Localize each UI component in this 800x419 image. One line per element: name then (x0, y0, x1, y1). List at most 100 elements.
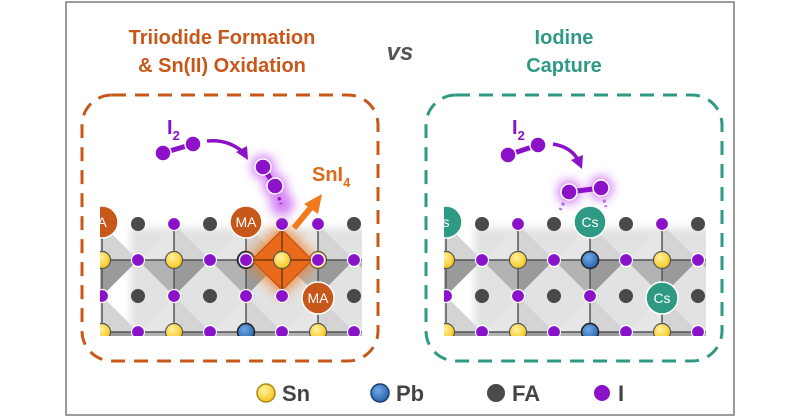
outer-frame (65, 1, 735, 416)
sn-atom (508, 250, 528, 270)
octahedron-face (446, 332, 482, 336)
iodide-atom (346, 324, 362, 336)
iodide-atom (474, 252, 490, 268)
iodide-atom (546, 324, 562, 336)
sni4-octahedron-highlight (238, 216, 326, 304)
iodide-atom (764, 254, 777, 267)
octahedron-face (518, 296, 554, 332)
octahedron-face (518, 224, 554, 260)
octahedron-face (662, 332, 698, 336)
octahedron-face (102, 296, 138, 332)
octahedron-face (626, 332, 662, 336)
iodide-atom (510, 288, 526, 304)
fa-cation (691, 289, 705, 303)
octahedron-face (554, 332, 590, 336)
iodide-atom (618, 324, 634, 336)
octahedron-face (444, 296, 446, 332)
right-captured-i2-molecule (558, 179, 610, 211)
fa-cation (347, 289, 361, 303)
legend-swatch-i (594, 385, 610, 401)
iodide-atom (546, 252, 562, 268)
left-perovskite-lattice: A MA MA (100, 206, 426, 336)
iodide-atom (384, 290, 397, 303)
iodide-atom (274, 216, 290, 232)
octahedron-face (138, 260, 174, 296)
fa-cation (131, 289, 145, 303)
octahedron-face (102, 332, 138, 336)
ma-cation: MA (301, 281, 335, 315)
iodide-atom (274, 288, 290, 304)
iodide-atom (238, 288, 254, 304)
sn-atom (100, 322, 112, 336)
legend-label-fa: FA (512, 381, 540, 406)
sni4-label: SnI4 (312, 164, 351, 190)
legend-swatch-fa (487, 384, 505, 402)
iodide-atom (346, 252, 362, 268)
octahedron-face (554, 296, 590, 332)
legend-item-i: I (594, 381, 624, 406)
octahedron-face (734, 332, 770, 368)
octahedron-face (446, 296, 482, 332)
pb-atom (580, 250, 600, 270)
left-i2-molecule (154, 135, 202, 162)
svg-text:Cs: Cs (581, 214, 598, 230)
octahedron-face (390, 260, 426, 296)
legend-swatch-pb (370, 383, 390, 403)
iodide-atom (100, 288, 110, 304)
sn-atom (444, 322, 456, 336)
iodide-atom (690, 324, 706, 336)
iodide-atom (618, 252, 634, 268)
octahedron-face (100, 260, 102, 296)
octahedron-face (734, 260, 770, 296)
octahedron-face (282, 332, 318, 336)
octahedron-face (318, 332, 354, 336)
legend: Sn Pb FA I (256, 381, 624, 406)
legend-label-sn: Sn (282, 381, 310, 406)
fa-cation (131, 217, 145, 231)
legend-item-pb: Pb (370, 381, 424, 406)
ma-cation: MA (229, 206, 263, 239)
iodide-atom (582, 288, 598, 304)
iodide-atom (690, 252, 706, 268)
svg-text:s: s (443, 214, 450, 230)
right-approach-arrow (552, 142, 580, 161)
octahedron-face (138, 224, 174, 260)
fa-cation (763, 217, 777, 231)
iodide-atom (474, 324, 490, 336)
sn-atom (444, 250, 456, 270)
octahedron-face (518, 260, 554, 296)
ma-cation-clipped: A (100, 206, 119, 239)
cs-cation: Cs (573, 206, 607, 239)
legend-item-fa: FA (487, 381, 540, 406)
iodide-atom (130, 324, 146, 336)
octahedron-face (174, 332, 210, 336)
left-approach-arrowhead (236, 146, 248, 160)
right-panel-border (424, 93, 724, 363)
octahedron-face (246, 332, 282, 336)
iodide-atom (510, 216, 526, 232)
fa-cation (203, 289, 217, 303)
fa-cation (691, 217, 705, 231)
right-approach-arrowhead (571, 155, 583, 169)
legend-swatch-sn (256, 383, 276, 403)
legend-item-sn: Sn (256, 381, 310, 406)
left-surface-i2-molecule (254, 158, 284, 205)
octahedron-face (734, 296, 770, 332)
octahedron-face (210, 296, 246, 332)
sni4-release-arrowhead (304, 194, 322, 214)
octahedron-face (102, 260, 138, 296)
iodide-atom (310, 252, 326, 268)
vs-label: vs (387, 39, 414, 66)
fa-cation (763, 289, 777, 303)
sn-atom (652, 250, 672, 270)
octahedron-face (482, 260, 518, 296)
left-title-line1: Triiodide Formation (129, 27, 316, 49)
iodide-atom (310, 216, 326, 232)
octahedron-face (210, 332, 246, 336)
sni4-release-arrow (291, 203, 316, 230)
octahedron-face (138, 332, 174, 336)
iodide-atom (274, 324, 290, 336)
octahedron-face (482, 224, 518, 260)
sn-atom (164, 250, 184, 270)
